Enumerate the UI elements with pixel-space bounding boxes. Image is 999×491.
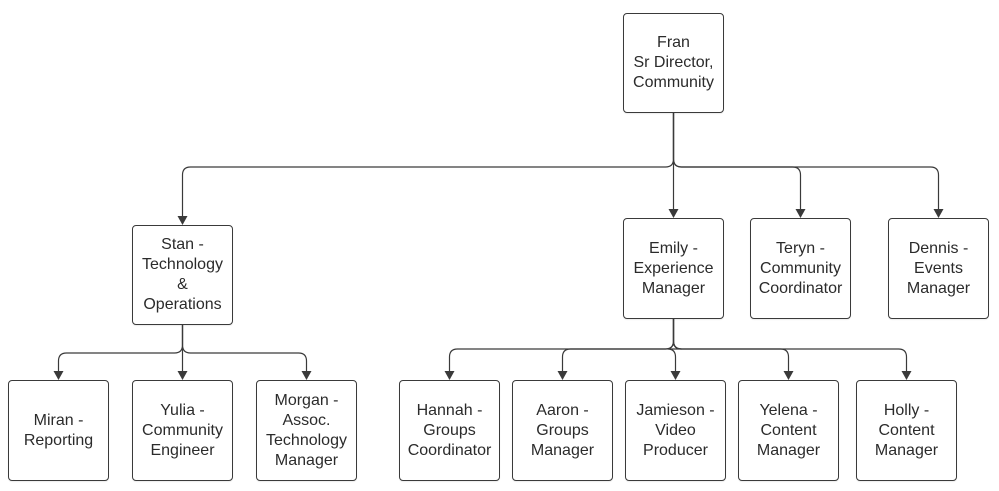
arrow-head-stan: [177, 216, 188, 225]
node-aaron-line: Groups: [536, 421, 589, 439]
arrow-head-jamieson: [670, 371, 681, 380]
node-yulia-line: Yulia -: [160, 401, 205, 419]
node-fran: Fran Sr Director, Community: [623, 13, 724, 113]
node-dennis-line: Manager: [906, 279, 971, 297]
arrow-head-yelena: [783, 371, 794, 380]
node-fran-line: Sr Director,: [633, 54, 714, 71]
node-dennis-line: Events: [914, 259, 963, 277]
node-jamieson-line: Jamieson -: [636, 401, 715, 419]
node-jamieson-line: Video: [655, 421, 696, 439]
node-morgan-line: Technology: [266, 431, 347, 449]
node-holly-line: Manager: [874, 441, 939, 459]
edge-emily-hannah: [448, 319, 675, 372]
node-stan-line: Technology: [142, 256, 223, 273]
node-stan-line: Stan -: [161, 236, 204, 253]
edge-fran-stan: [181, 113, 675, 217]
node-hannah-line: Groups: [423, 421, 476, 439]
node-aaron-line: Aaron -: [536, 401, 589, 419]
node-stan-line: Operations: [143, 296, 222, 313]
arrow-head-yulia: [177, 371, 188, 380]
node-hannah-line: Hannah -: [416, 401, 483, 419]
arrow-head-holly: [901, 371, 912, 380]
edge-stan-miran: [57, 325, 184, 372]
node-dennis-line: Dennis -: [908, 239, 969, 257]
node-miran-line: Miran -: [33, 411, 84, 429]
node-morgan-line: Morgan -: [274, 391, 339, 409]
node-hannah-line: Coordinator: [407, 441, 492, 459]
arrow-head-hannah: [444, 371, 455, 380]
arrow-head-miran: [53, 371, 64, 380]
node-emily-line: Emily -: [649, 239, 698, 257]
arrow-head-aaron: [557, 371, 568, 380]
arrow-head-dennis: [933, 209, 944, 218]
node-fran-line: Fran: [657, 34, 690, 51]
edge-fran-teryn: [672, 113, 802, 210]
edge-fran-dennis: [672, 113, 940, 210]
arrow-head-teryn: [795, 209, 806, 218]
node-teryn-line: Coordinator: [758, 279, 843, 297]
node-holly-line: Content: [878, 421, 935, 439]
node-teryn-line: Teryn -: [776, 239, 825, 257]
edge-emily-holly: [672, 319, 908, 372]
node-yelena-line: Content: [760, 421, 817, 439]
node-miran: Miran - Reporting: [8, 380, 109, 481]
edge-emily-yelena: [672, 319, 790, 372]
node-aaron-line: Manager: [530, 441, 595, 459]
node-yelena-line: Yelena -: [759, 401, 818, 419]
node-holly-line: Holly -: [883, 401, 930, 419]
node-jamieson-line: Producer: [643, 441, 708, 459]
node-morgan-line: Manager: [274, 451, 339, 469]
node-stan-line: &: [177, 276, 188, 293]
node-emily-line: Manager: [641, 279, 706, 297]
arrow-head-morgan: [301, 371, 312, 380]
node-emily-line: Experience: [633, 259, 714, 277]
node-yulia-line: Engineer: [150, 441, 215, 459]
node-stan: Stan - Technology & Operations: [132, 225, 233, 325]
node-teryn-line: Community: [760, 259, 841, 277]
arrow-head-emily: [668, 209, 679, 218]
edge-emily-aaron: [561, 319, 675, 372]
edge-stan-morgan: [181, 325, 308, 372]
node-miran-line: Reporting: [23, 431, 94, 449]
node-fran-line: Community: [633, 74, 714, 91]
node-yulia-line: Community: [142, 421, 223, 439]
node-morgan-line: Assoc.: [282, 411, 331, 429]
node-yelena-line: Manager: [756, 441, 821, 459]
